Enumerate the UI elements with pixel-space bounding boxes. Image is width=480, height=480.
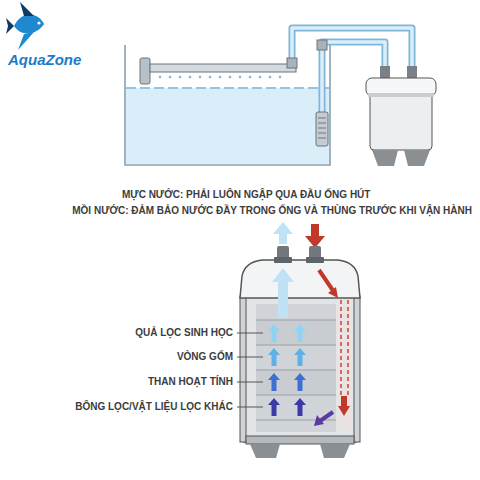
spray-bar xyxy=(229,76,232,79)
spray-bar xyxy=(279,76,282,79)
spray-bar xyxy=(140,58,150,84)
canister-cutaway xyxy=(256,320,336,321)
canister-cutaway xyxy=(256,370,336,395)
canister-cutaway xyxy=(268,324,306,416)
intake-strainer xyxy=(318,128,326,129)
canister-cutaway xyxy=(306,257,324,263)
logo-fish xyxy=(6,2,44,50)
layer-label: THAN HOẠT TÍNH xyxy=(148,376,233,388)
layer-label: VÒNG GỐM xyxy=(177,351,233,363)
canister-cutaway xyxy=(240,260,360,298)
hose-pipes xyxy=(292,28,412,70)
canister-cutaway xyxy=(294,324,306,342)
logo-fish xyxy=(14,15,44,34)
leader-lines xyxy=(237,333,263,407)
intake-strainer xyxy=(316,40,328,146)
leader-lines xyxy=(237,333,263,334)
spray-bar xyxy=(159,76,282,79)
canister-cutaway xyxy=(319,270,334,292)
canister-cutaway xyxy=(338,396,350,416)
canister-cutaway xyxy=(246,436,354,444)
spray-bar xyxy=(169,76,172,79)
canister-cutaway xyxy=(268,348,280,366)
canister-filter-small xyxy=(370,92,432,150)
canister-cutaway xyxy=(314,415,324,426)
canister-filter-small xyxy=(372,150,398,166)
canister-cutaway xyxy=(240,296,246,442)
canister-cutaway xyxy=(274,257,292,263)
canister-cutaway xyxy=(268,324,280,342)
aquarium-tank xyxy=(126,87,329,89)
brand-name: AquaZone xyxy=(8,51,81,69)
spray-bar xyxy=(249,76,252,79)
canister-filter-small xyxy=(366,66,436,166)
canister-cutaway xyxy=(341,300,348,398)
spray-bar xyxy=(159,76,162,79)
spray-bar xyxy=(287,58,297,68)
canister-cutaway xyxy=(354,296,360,442)
intake-strainer xyxy=(318,118,326,138)
intake-strainer xyxy=(316,112,328,146)
spray-bar xyxy=(150,64,296,72)
leader-lines xyxy=(237,407,263,408)
canister-cutaway xyxy=(340,300,341,398)
logo-fish xyxy=(6,18,14,34)
spray-bar xyxy=(209,76,212,79)
canister-cutaway xyxy=(338,300,351,430)
intake-strainer xyxy=(318,118,326,119)
canister-cutaway xyxy=(256,370,336,371)
spray-bar xyxy=(219,76,222,79)
canister-cutaway xyxy=(273,222,293,244)
canister-cutaway xyxy=(347,300,348,398)
canister-cutaway xyxy=(294,348,306,366)
spray-bar xyxy=(179,76,182,79)
canister-cutaway xyxy=(256,345,336,346)
canister-cutaway xyxy=(272,268,294,318)
intake-strainer xyxy=(317,40,327,50)
spray-bar xyxy=(189,76,192,79)
canister-cutaway xyxy=(256,320,336,345)
spray-bar xyxy=(140,58,297,84)
canister-cutaway xyxy=(240,222,360,458)
aquarium-tank xyxy=(125,45,330,165)
canister-cutaway xyxy=(294,373,306,391)
canister-filter-small xyxy=(368,93,434,97)
layer-label: BÔNG LỌC/VẬT LIỆU LỌC KHÁC xyxy=(75,401,233,413)
logo-fish xyxy=(20,2,34,16)
canister-cutaway xyxy=(256,320,336,420)
canister-cutaway xyxy=(250,444,280,458)
spray-bar xyxy=(269,76,272,79)
logo-fish xyxy=(37,21,40,24)
intake-strainer xyxy=(318,123,326,124)
aquarium-tank xyxy=(126,88,329,164)
canister-filter-small xyxy=(404,150,430,166)
layer-label: QUẢ LỌC SINH HỌC xyxy=(135,327,233,339)
intake-strainer xyxy=(318,133,326,134)
canister-cutaway xyxy=(328,287,338,298)
canister-cutaway xyxy=(268,398,280,416)
leader-lines xyxy=(237,357,263,358)
instruction-note: MỰC NƯỚC: PHẢI LUÔN NGẬP QUA ĐẦU ỐNG HÚT xyxy=(122,189,370,201)
canister-cutaway xyxy=(305,224,325,248)
spray-bar xyxy=(259,76,262,79)
instruction-note: MỒI NƯỚC: ĐẢM BẢO NƯỚC ĐẦY TRONG ỐNG VÀ … xyxy=(72,205,472,217)
canister-cutaway xyxy=(268,373,280,391)
logo-fish xyxy=(18,32,34,50)
canister-cutaway xyxy=(320,412,333,421)
hose-pipes xyxy=(292,28,412,70)
canister-cutaway xyxy=(294,398,306,416)
leader-lines xyxy=(237,382,263,383)
canister-filter-small xyxy=(366,78,436,96)
spray-bar xyxy=(199,76,202,79)
canister-cutaway xyxy=(256,395,336,396)
spray-bar xyxy=(239,76,242,79)
canister-cutaway xyxy=(244,296,356,442)
canister-cutaway xyxy=(256,304,336,432)
aquarium-tank xyxy=(125,45,330,165)
canister-cutaway xyxy=(320,444,350,458)
intake-strainer xyxy=(318,138,326,139)
